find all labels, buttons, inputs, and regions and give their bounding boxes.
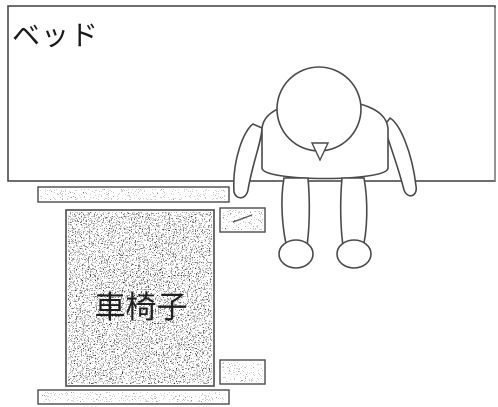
wheelchair-label: 車椅子 (94, 290, 188, 326)
person-head (276, 66, 362, 152)
person-right-foot (336, 239, 372, 269)
person-nose (310, 142, 330, 162)
person-right-arm (383, 116, 418, 197)
person-left-foot (278, 239, 314, 269)
bed-label: ベッド (12, 19, 100, 52)
person-left-arm (233, 123, 263, 199)
person-figure (233, 66, 418, 269)
